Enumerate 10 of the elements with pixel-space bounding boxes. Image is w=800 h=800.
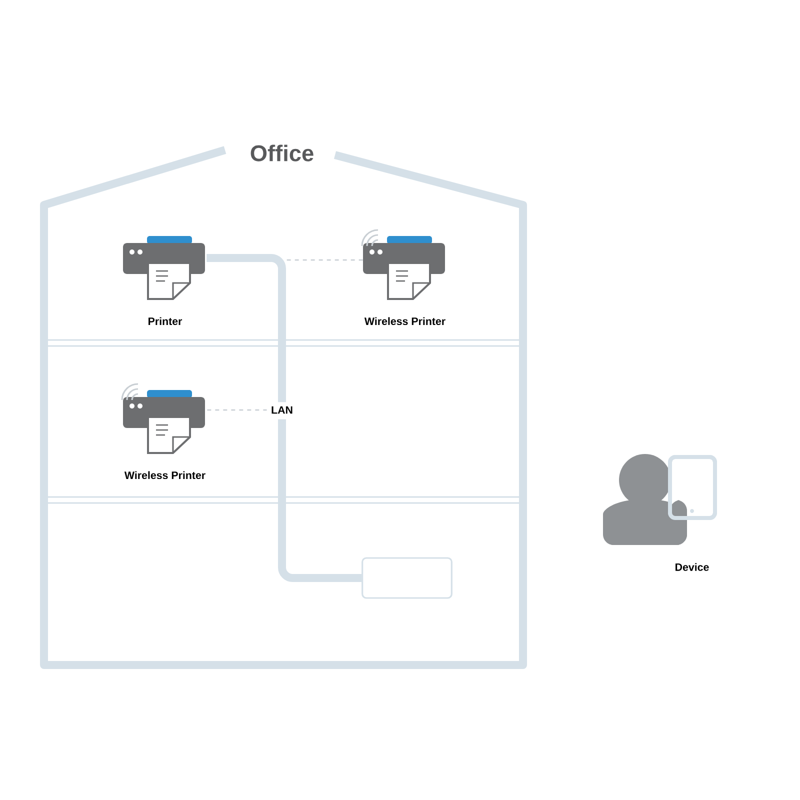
connector-line [285,259,363,261]
node-label: Device [676,563,709,571]
server-box [362,557,452,599]
node-label: Wireless Printer [124,471,206,480]
connector-line [207,409,267,411]
node-label: Wireless Printer [364,317,446,326]
network-label: LAN [267,402,297,418]
node-label: Printer [148,317,182,326]
connector-line [278,419,362,582]
connector-line [206,254,286,402]
